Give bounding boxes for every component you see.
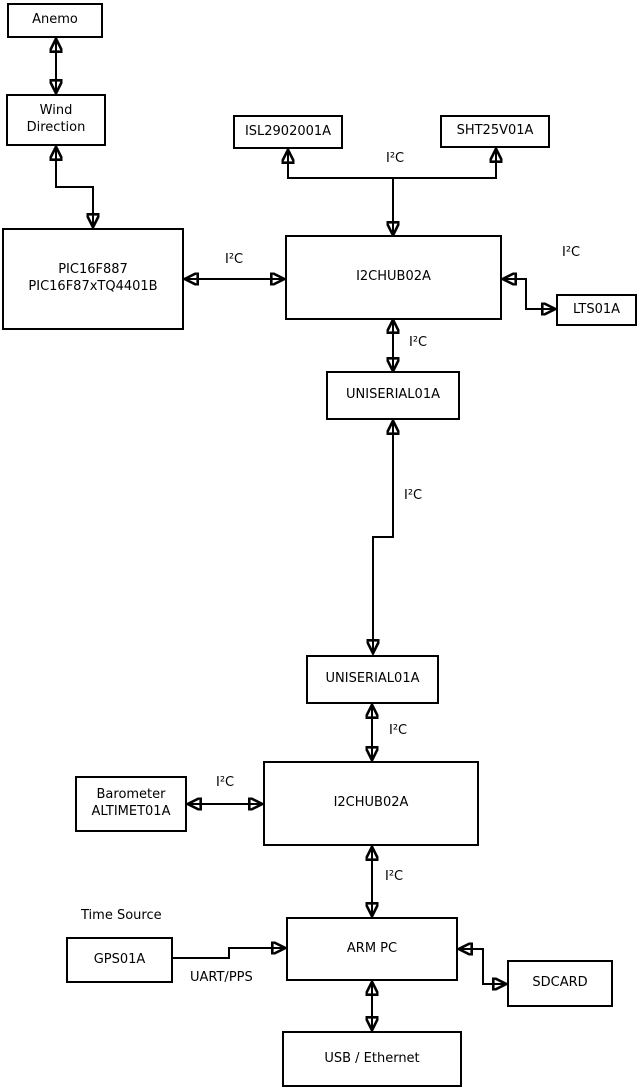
node-wind-direction-label-line2: Direction — [26, 120, 86, 135]
node-anemo-label: Anemo — [32, 12, 78, 28]
node-uniserial-upper-label: UNISERIAL01A — [346, 387, 440, 403]
connector-gps-arm-pc — [173, 948, 284, 959]
connector-arm-pc-sdcard — [460, 949, 505, 984]
node-isl2902001a-label: ISL2902001A — [244, 123, 332, 139]
node-pic-label-line2: PIC16F87xTQ4401B — [28, 279, 158, 294]
annotation-time-source: Time Source — [81, 908, 162, 923]
node-lts01a-label: LTS01A — [572, 301, 621, 317]
node-barometer-label-line1: Barometer — [96, 787, 166, 803]
node-sht25v01a-label: SHT25V01A — [456, 123, 534, 139]
edge-label-uart-pps: UART/PPS — [190, 970, 253, 985]
edge-label-i2c-pic-hub: I²C — [225, 252, 244, 267]
node-lts01a: LTS01A — [556, 294, 637, 326]
connector-i2chub-upper-lts — [504, 279, 554, 309]
node-anemo: Anemo — [7, 3, 103, 38]
edge-label-i2c-uniserial-lower-hub: I²C — [389, 723, 408, 738]
node-gps01a-label: GPS01A — [93, 951, 146, 967]
node-barometer: Barometer ALTIMET01A — [75, 776, 187, 832]
node-uniserial-lower: UNISERIAL01A — [306, 655, 439, 704]
node-usb-ethernet: USB / Ethernet — [282, 1031, 462, 1087]
connector-wind-direction-pic — [56, 148, 93, 226]
node-i2chub-lower: I2CHUB02A — [263, 761, 479, 846]
node-barometer-label-line2: ALTIMET01A — [91, 804, 171, 819]
connector-i2chub-upper-isl — [288, 151, 393, 234]
node-uniserial-upper: UNISERIAL01A — [326, 371, 460, 420]
node-usb-ethernet-label: USB / Ethernet — [324, 1050, 420, 1066]
edge-label-i2c-uniserial-link: I²C — [404, 488, 423, 503]
edge-label-i2c-hub-uniserial-upper: I²C — [409, 335, 428, 350]
node-i2chub-upper: I2CHUB02A — [285, 235, 502, 320]
connector-uniserial-upper-uniserial-lower — [373, 422, 393, 652]
node-pic: PIC16F887 PIC16F87xTQ4401B — [2, 228, 184, 330]
node-sdcard-label: SDCARD — [532, 975, 588, 991]
node-uniserial-lower-label: UNISERIAL01A — [325, 671, 420, 687]
node-isl2902001a: ISL2902001A — [233, 115, 343, 149]
node-arm-pc-label: ARM PC — [346, 940, 398, 956]
node-pic-label-line1: PIC16F887 — [58, 262, 128, 278]
node-sht25v01a: SHT25V01A — [440, 115, 550, 148]
connector-i2chub-upper-sht — [393, 150, 496, 179]
edge-label-i2c-hub-lts: I²C — [562, 245, 581, 260]
node-i2chub-lower-label: I2CHUB02A — [333, 795, 409, 811]
node-gps01a: GPS01A — [66, 937, 173, 983]
node-i2chub-upper-label: I2CHUB02A — [356, 269, 431, 285]
node-wind-direction-label-line1: Wind — [39, 103, 73, 119]
edge-label-i2c-hub-arm-pc: I²C — [385, 869, 404, 884]
node-arm-pc: ARM PC — [286, 917, 458, 981]
node-wind-direction: Wind Direction — [6, 94, 106, 146]
node-sdcard: SDCARD — [507, 960, 613, 1007]
edge-label-i2c-barometer-hub: I²C — [216, 775, 235, 790]
edge-label-i2c-isl-sht-bus: I²C — [386, 151, 405, 166]
